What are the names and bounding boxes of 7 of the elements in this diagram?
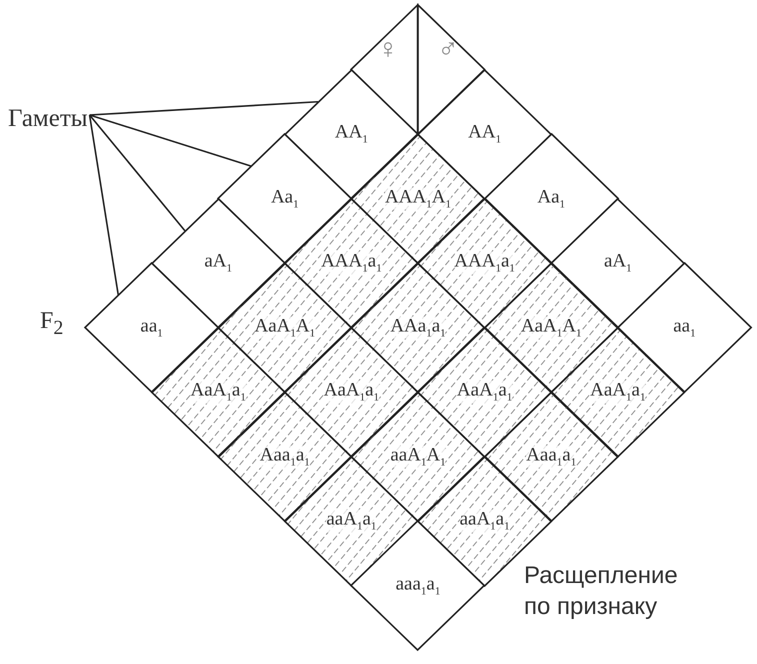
gametes-label: Гаметы: [8, 105, 88, 133]
generation-label: F$_{2}$: [40, 307, 64, 341]
leader-line: [88, 114, 120, 296]
leader-line: [88, 114, 186, 232]
leader-line: [90, 100, 318, 116]
segregation-note: Расщепление по признаку: [524, 561, 679, 622]
leader-line: [89, 114, 252, 168]
